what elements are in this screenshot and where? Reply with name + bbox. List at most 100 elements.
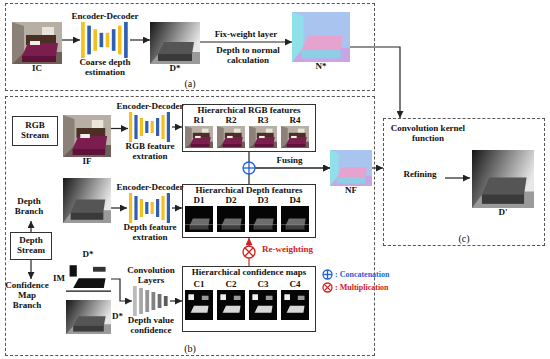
feature-thumbnail: R1 — [185, 126, 213, 148]
encoder-decoder: Encoder-DecoderCoarse depth estimation — [80, 22, 130, 58]
node-title: R3 — [253, 116, 273, 126]
arrow-connector — [172, 126, 182, 127]
process-note: Convolution kernel function — [388, 124, 468, 144]
arrow-connector — [249, 152, 330, 168]
node-title: Encoder-Decoder — [66, 12, 144, 22]
arrow-connector — [130, 39, 150, 40]
branch-arrow — [30, 260, 31, 279]
node-title: Depth Stream — [12, 236, 50, 256]
feature-thumbnail: D4 — [281, 206, 309, 232]
node-title: C1 — [189, 280, 209, 290]
image-thumbnail: IF — [63, 115, 111, 157]
panel-frame: D'(c) — [383, 118, 545, 246]
rgb-feature — [217, 126, 245, 148]
input-arrow — [111, 207, 127, 208]
node-caption: Depth value confidence — [122, 316, 180, 336]
edge-label: Fusing — [275, 156, 303, 166]
node-title: NF — [341, 186, 361, 196]
feature-thumbnail: C1 — [185, 290, 213, 320]
depth-feature — [217, 206, 245, 232]
legend-text: : Concatenation — [335, 270, 389, 279]
rgb-image — [12, 22, 62, 64]
encoder-decoder-icon — [129, 112, 170, 142]
refine-arrow — [445, 177, 470, 178]
feature-group: C1C2C3C4Hierarchical confidence maps — [182, 266, 316, 332]
legend-symbol — [322, 269, 333, 280]
node-title: Encoder-Decoder — [111, 102, 189, 112]
depth-feature — [249, 206, 277, 232]
image-name: D* — [80, 250, 96, 260]
concat-symbol — [243, 162, 255, 174]
node-caption: Coarse depth estimation — [70, 58, 140, 78]
node-title: D' — [493, 208, 513, 218]
depth-feature — [185, 206, 213, 232]
encoder-decoder: Encoder-DecoderRGB feature extration — [128, 112, 172, 142]
normal-image — [292, 12, 350, 62]
feature-thumbnail: D3 — [249, 206, 277, 232]
branch-name: Confidence Map Branch — [3, 281, 51, 311]
feature-thumbnail: C4 — [281, 290, 309, 320]
operation-note: Re-weighting — [262, 245, 322, 255]
node-title: D3 — [253, 196, 273, 206]
feature-thumbnail: C2 — [217, 290, 245, 320]
feature-thumbnail: D2 — [217, 206, 245, 232]
feature-thumbnail: C3 — [249, 290, 277, 320]
normal-image — [330, 150, 372, 186]
legend: : Concatenation : Multiplication — [322, 268, 398, 294]
refined-depth-image — [472, 150, 534, 208]
feature-thumbnail: R4 — [281, 126, 309, 148]
confidence-map — [217, 290, 245, 320]
encoder-decoder-icon — [129, 193, 170, 223]
panel-frame: ICEncoder-DecoderCoarse depth estimation… — [5, 3, 375, 91]
node-title: IM — [51, 274, 65, 284]
mask-image — [66, 262, 111, 296]
node-title: Convolution Layers — [123, 266, 179, 286]
node-title: (b) — [178, 343, 202, 354]
node-title: RGB Stream — [14, 121, 56, 141]
image-thumbnail: D' — [472, 150, 534, 208]
feature-thumbnail: R2 — [217, 126, 245, 148]
depth-image — [66, 300, 111, 334]
arrow-connector — [350, 47, 400, 118]
legend-row: : Concatenation — [322, 268, 398, 281]
node-title: Hierarchical RGB features — [183, 106, 315, 116]
node-title: D* — [165, 64, 185, 74]
arrow-connector — [200, 41, 292, 42]
legend-text: : Multiplication — [335, 283, 389, 292]
node-title: N* — [311, 62, 331, 72]
depth-image — [150, 22, 200, 64]
node-title: D* — [112, 312, 126, 322]
conv-layers: Convolution LayersDepth value confidence — [132, 286, 170, 316]
rgb-feature — [249, 126, 277, 148]
node-title: Encoder-Decoder — [111, 183, 189, 193]
edge-label: Fix-weight layer — [214, 30, 279, 40]
rgb-feature — [185, 126, 213, 148]
rgb-feature — [281, 126, 309, 148]
node-title: C3 — [253, 280, 273, 290]
image-thumbnail: NF — [330, 150, 372, 186]
branch-name: Depth Branch — [6, 197, 52, 217]
encoder-decoder-icon — [81, 22, 128, 58]
confidence-map — [185, 290, 213, 320]
node-caption: RGB feature extration — [118, 142, 182, 162]
depth-image — [63, 178, 111, 223]
node-title: D2 — [221, 196, 241, 206]
node-title: IF — [77, 157, 97, 167]
stream-box: RGB Stream — [12, 116, 58, 146]
node-title: IC — [27, 64, 47, 74]
confidence-map — [281, 290, 309, 320]
arrow-connector — [249, 168, 330, 184]
feature-thumbnail: D1 — [185, 206, 213, 232]
arrow-connector — [170, 300, 182, 301]
node-title: R4 — [285, 116, 305, 126]
stream-box: Depth Stream — [10, 232, 52, 260]
node-title: Hierarchical confidence maps — [183, 268, 315, 278]
multiply-symbol — [243, 246, 255, 258]
node-title: C4 — [285, 280, 305, 290]
node-title: Hierarchical Depth features — [183, 186, 315, 196]
depth-feature — [281, 206, 309, 232]
feature-group: R1R2R3R4Hierarchical RGB features — [182, 104, 316, 152]
process-note: Depth to normal calculation — [210, 46, 286, 66]
arrow-connector — [172, 207, 182, 208]
node-caption: Depth feature extration — [118, 223, 182, 243]
